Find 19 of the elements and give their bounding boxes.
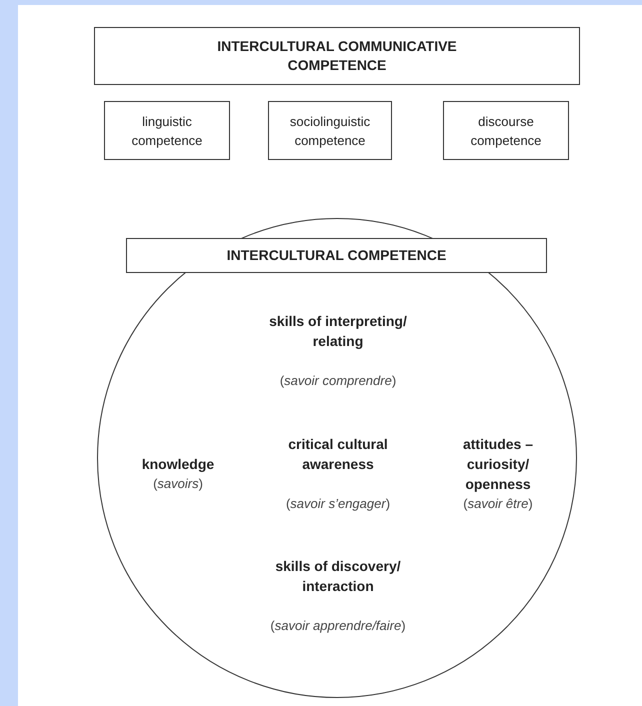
- component-label: attitudes – curiosity/ openness: [462, 435, 534, 494]
- concept-box: [443, 101, 569, 160]
- component-label: skills of discovery/ interaction: [274, 557, 402, 596]
- label-text: discourse competence: [470, 112, 542, 150]
- component-label: knowledge: [140, 455, 216, 474]
- french-term: (savoir s’engager): [284, 495, 392, 513]
- label-text: sociolinguistic competence: [288, 112, 372, 150]
- french-term: (savoir comprendre): [278, 372, 398, 390]
- concept-box: [104, 101, 230, 160]
- concept-box: [268, 101, 392, 160]
- heading-text: INTERCULTURAL COMMUNICATIVE COMPETENCE: [216, 37, 458, 75]
- french-term: (savoir être): [462, 495, 534, 513]
- heading-text: INTERCULTURAL COMPETENCE: [226, 246, 446, 265]
- label-text: linguistic competence: [130, 112, 204, 150]
- component-label: skills of interpreting/ relating: [268, 312, 408, 351]
- component-label: critical cultural awareness: [287, 435, 389, 474]
- french-term: (savoirs): [152, 475, 204, 493]
- title-box: [94, 27, 580, 85]
- french-term: (savoir apprendre/faire): [269, 617, 407, 635]
